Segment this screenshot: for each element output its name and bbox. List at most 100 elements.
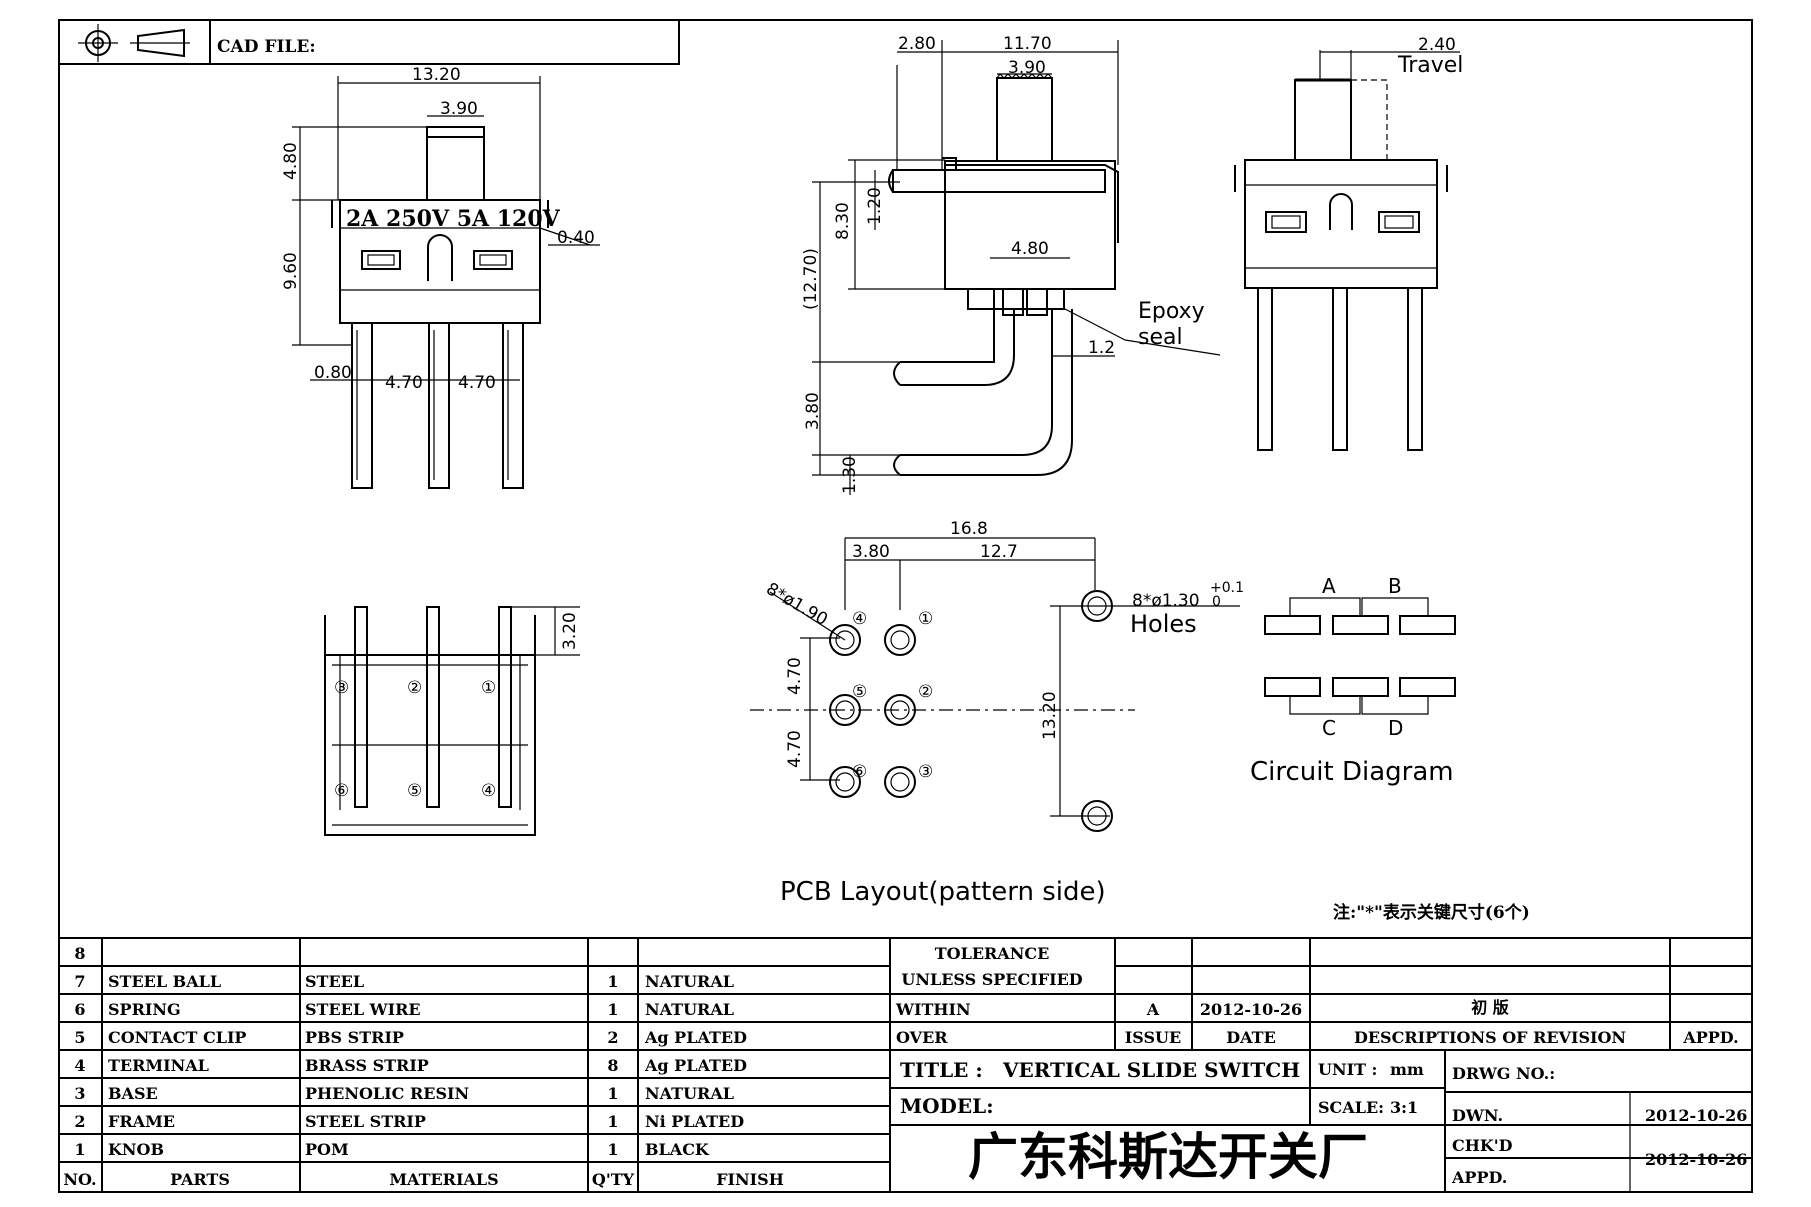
- pcb-pin-label-5: ⑤: [852, 682, 867, 702]
- unit-label: UNIT :: [1318, 1060, 1378, 1079]
- dim-knob-height: 4.80: [281, 142, 301, 180]
- dwn-date: 2012-10-26: [1645, 1106, 1748, 1125]
- row-qty: 1: [607, 1084, 619, 1103]
- pcb-holes: [829, 590, 1113, 832]
- pcb-dim-second: 12.7: [980, 542, 1018, 562]
- row-no: 3: [74, 1084, 86, 1103]
- circuit-label-b: B: [1388, 574, 1402, 598]
- pcb-caption: PCB Layout(pattern side): [780, 877, 1106, 907]
- cad-file-label: CAD FILE:: [217, 37, 316, 57]
- dim-pitch-1: 4.70: [385, 373, 423, 393]
- row-material: POM: [305, 1140, 349, 1159]
- pcb-pin-label-2: ②: [918, 682, 933, 702]
- row-material: STEEL WIRE: [305, 1000, 421, 1019]
- over-label: OVER: [896, 1028, 948, 1047]
- pcb-dim-total: 16.8: [950, 519, 988, 539]
- row-part: STEEL BALL: [108, 972, 222, 991]
- tolerance-label: TOLERANCE: [934, 944, 1050, 963]
- row-part: FRAME: [108, 1112, 175, 1131]
- pcb-tol-zero: 0: [1212, 594, 1221, 610]
- row-finish: NATURAL: [645, 1000, 734, 1019]
- epoxy-label-1: Epoxy: [1138, 299, 1205, 324]
- row-no: 7: [74, 972, 86, 991]
- row-qty: 1: [607, 972, 619, 991]
- within-label: WITHIN: [896, 1000, 971, 1019]
- dim-pin: 1.30: [840, 456, 860, 494]
- dim-b: 11.70: [1003, 34, 1052, 54]
- dim-pitch-2: 4.70: [458, 373, 496, 393]
- pcb-layout: 16.8 3.80 12.7 4.70 4.70 ④ ① ⑤ ② ⑥ ③ 8*ø…: [750, 519, 1244, 907]
- row-qty: 1: [607, 1112, 619, 1131]
- model-label: MODEL:: [900, 1094, 994, 1118]
- terminal-label-3: ③: [334, 678, 349, 698]
- header-no: NO.: [63, 1170, 97, 1189]
- row-no: 8: [74, 944, 86, 963]
- dim-base: 4.80: [1011, 239, 1049, 259]
- pcb-dim-mount: 13.20: [1040, 691, 1060, 740]
- row-finish: BLACK: [645, 1140, 709, 1159]
- dwn-label: DWN.: [1452, 1106, 1504, 1125]
- pcb-dim-pitch-1: 4.70: [785, 657, 805, 695]
- unit-value: mm: [1390, 1060, 1424, 1079]
- side-view: 2.80 11.70 3.90 8.30 1.20 (12.70) 4.80 E…: [801, 34, 1221, 495]
- title-value: VERTICAL SLIDE SWITCH: [1003, 1058, 1301, 1082]
- dim-knob: 3.90: [1008, 58, 1046, 78]
- scale-value: 3:1: [1390, 1098, 1419, 1117]
- dim-a: 2.80: [898, 34, 936, 54]
- pcb-holes-label: Holes: [1130, 610, 1197, 638]
- scale-label: SCALE:: [1318, 1098, 1385, 1117]
- pcb-pin-label-6: ⑥: [852, 762, 867, 782]
- unless-label: UNLESS SPECIFIED: [901, 970, 1083, 989]
- rev-issue: A: [1146, 1000, 1160, 1019]
- issue-label: ISSUE: [1124, 1028, 1182, 1047]
- note-text: 注:"*"表示关键尺寸(6个): [1333, 902, 1530, 923]
- row-finish: Ni PLATED: [645, 1112, 745, 1131]
- travel-view: 2.40 Travel: [1234, 35, 1463, 451]
- pcb-pin-label-1: ①: [918, 609, 933, 629]
- row-material: STEEL STRIP: [305, 1112, 426, 1131]
- row-material: BRASS STRIP: [305, 1056, 429, 1075]
- pcb-dim-first: 3.80: [852, 542, 890, 562]
- chkd-date: 2012-10-26: [1645, 1150, 1748, 1169]
- row-no: 4: [74, 1056, 86, 1075]
- row-finish: Ag PLATED: [645, 1028, 747, 1047]
- dim-width: 13.20: [412, 65, 461, 85]
- appd2-label: APPD.: [1452, 1168, 1508, 1187]
- header-finish: FINISH: [716, 1170, 784, 1189]
- dim-knob-width: 3.90: [440, 99, 478, 119]
- terminal-label-1: ①: [481, 678, 496, 698]
- rating-text: 2A 250V 5A 120V: [346, 206, 561, 232]
- dim-height: 8.30: [833, 202, 853, 240]
- title-label: TITLE :: [900, 1058, 983, 1082]
- header-materials: MATERIALS: [389, 1170, 499, 1189]
- row-part: SPRING: [108, 1000, 181, 1019]
- company-name: 广东科斯达开关厂: [968, 1128, 1368, 1186]
- circuit-label-c: C: [1322, 716, 1336, 740]
- appd-label: APPD.: [1683, 1028, 1739, 1047]
- row-no: 1: [74, 1140, 86, 1159]
- dim-step: 1.20: [865, 187, 885, 225]
- circuit-label-a: A: [1322, 574, 1336, 598]
- row-qty: 2: [607, 1028, 619, 1047]
- chkd-label: CHK'D: [1452, 1136, 1513, 1155]
- circuit-label-d: D: [1388, 716, 1403, 740]
- dim-bend: 3.80: [803, 392, 823, 430]
- header-box: CAD FILE:: [58, 19, 680, 65]
- row-material: PHENOLIC RESIN: [305, 1084, 470, 1103]
- rev-date: 2012-10-26: [1199, 1000, 1303, 1019]
- dim-body-height: 9.60: [281, 252, 301, 290]
- row-part: CONTACT CLIP: [108, 1028, 247, 1047]
- row-no: 5: [74, 1028, 86, 1047]
- header-parts: PARTS: [170, 1170, 230, 1189]
- dim-lead: 1.2: [1088, 338, 1115, 358]
- dim-overall: (12.70): [801, 248, 821, 310]
- row-qty: 1: [607, 1000, 619, 1019]
- sheet-border: [58, 19, 1753, 1193]
- row-material: STEEL: [305, 972, 365, 991]
- pcb-hole-small: 8*ø1.90: [763, 579, 832, 630]
- pcb-hole-large: 8*ø1.30: [1132, 591, 1200, 611]
- title-block: [890, 938, 1752, 1192]
- row-no: 2: [74, 1112, 86, 1131]
- terminal-label-5: ⑤: [407, 781, 422, 801]
